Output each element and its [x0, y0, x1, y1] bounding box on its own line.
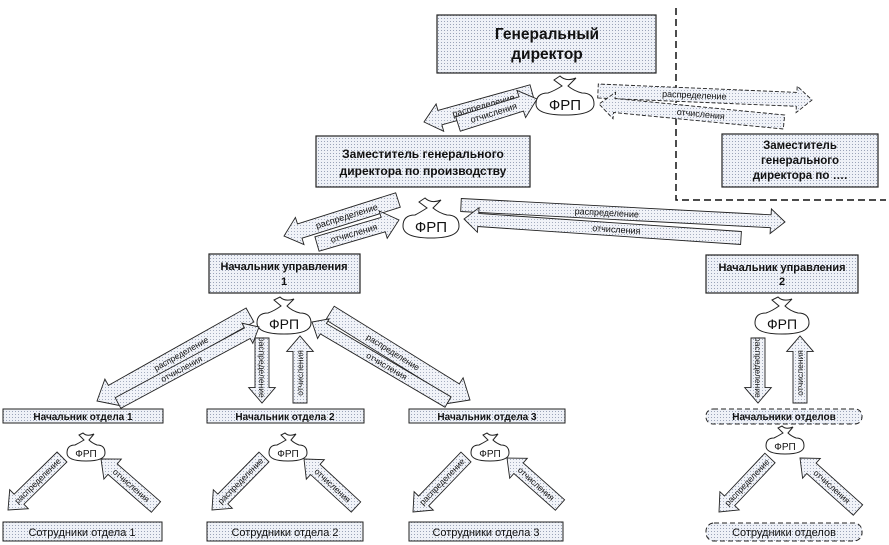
fund-label-dept3: ФРП — [479, 449, 500, 460]
staff-1-box: Сотрудники отдела 1 — [2, 521, 163, 542]
deductions-label: отчисления — [676, 107, 725, 122]
staff-1-label: Сотрудники отдела 1 — [28, 527, 135, 539]
fund-bag-icon: ФРП — [765, 425, 805, 455]
head-management-2-line1: Начальник управления — [718, 262, 845, 274]
distribution-arrow: распределение — [247, 337, 277, 404]
deductions-label: отчисления — [795, 350, 805, 396]
distribution-arrow: распределение — [718, 452, 776, 513]
deductions-arrow: отчисления — [506, 457, 566, 511]
staff-all-label: Сотрудники отделов — [732, 527, 836, 539]
deductions-label: отчисления — [111, 467, 152, 505]
head-management-1-line2: 1 — [281, 276, 287, 288]
dept-head-1-label: Начальник отдела 1 — [33, 412, 133, 423]
staff-3-box: Сотрудники отдела 3 — [408, 521, 564, 542]
staff-3-label: Сотрудники отдела 3 — [432, 527, 539, 539]
deductions-arrow: отчисления — [311, 318, 452, 408]
deductions-arrow: отчисления — [303, 458, 362, 513]
fund-label-deputy: ФРП — [415, 219, 447, 236]
deductions-arrow: отчисления — [285, 335, 315, 404]
dept-heads-box: Начальники отделов — [705, 408, 863, 425]
dept-head-2-box: Начальник отдела 2 — [206, 408, 365, 424]
distribution-arrow: распределение — [597, 83, 813, 114]
deputy-production-line1: Заместитель генерального — [342, 147, 504, 161]
deputy-other-line1: Заместитель — [763, 140, 837, 152]
distribution-arrow: распределение — [211, 451, 270, 511]
dept-head-3-label: Начальник отдела 3 — [437, 412, 537, 423]
deputy-other-line3: директора по …. — [753, 170, 848, 182]
distribution-arrow: распределение — [7, 451, 68, 511]
distribution-arrow: распределение — [412, 451, 472, 513]
staff-all-box: Сотрудники отделов — [705, 522, 863, 542]
distribution-label: распределение — [574, 206, 639, 219]
deputy-production-line2: директора по производству — [340, 164, 507, 178]
distribution-label: распределение — [216, 455, 266, 506]
distribution-arrow: распределение — [96, 307, 255, 407]
deputy-production-box: Заместитель генерального директора по пр… — [315, 135, 531, 188]
deductions-label: отчисления — [312, 466, 353, 505]
fund-label-depts: ФРП — [774, 442, 795, 453]
head-management-1-box: Начальник управления 1 — [208, 253, 361, 294]
distribution-arrow: распределение — [460, 198, 786, 235]
distribution-arrow: распределение — [743, 337, 773, 404]
fund-bag-icon: ФРП — [256, 296, 312, 335]
fund-bag-icon: ФРП — [470, 432, 510, 462]
deductions-arrow: отчисления — [100, 458, 162, 513]
distribution-label: распределение — [257, 337, 267, 398]
fund-bag-icon: ФРП — [268, 432, 308, 462]
distribution-label: распределение — [12, 456, 63, 506]
staff-2-label: Сотрудники отдела 2 — [231, 527, 338, 539]
distribution-label: распределение — [417, 456, 467, 507]
fund-bag-icon: ФРП — [535, 75, 595, 116]
fund-label-mgmt2: ФРП — [767, 316, 797, 332]
deputy-other-line2: генерального — [761, 155, 839, 167]
general-director-line1: Генеральный — [495, 26, 599, 43]
dept-head-1-box: Начальник отдела 1 — [2, 408, 164, 424]
fund-label-mgmt1: ФРП — [269, 316, 299, 332]
dept-head-2-label: Начальник отдела 2 — [235, 412, 335, 423]
distribution-arrow: распределение — [325, 305, 471, 405]
staff-2-box: Сотрудники отдела 2 — [206, 521, 364, 542]
head-management-2-line2: 2 — [779, 276, 785, 288]
deputy-other-box: Заместитель генерального директора по …. — [721, 133, 879, 188]
distribution-label: распределение — [722, 457, 771, 508]
deductions-arrow: отчисления — [598, 91, 786, 130]
dashed-separator — [675, 8, 886, 201]
fund-label-dept1: ФРП — [75, 449, 96, 460]
dept-heads-label: Начальники отделов — [732, 412, 836, 423]
fund-label-dept2: ФРП — [277, 449, 298, 460]
dept-head-3-box: Начальник отдела 3 — [408, 408, 566, 424]
general-director-box: Генеральный директор — [436, 14, 657, 74]
fund-label-gd: ФРП — [549, 97, 581, 114]
deductions-arrow: отчисления — [799, 457, 864, 516]
deductions-arrow: отчисления — [463, 206, 742, 245]
head-management-2-box: Начальник управления 2 — [705, 254, 859, 294]
deductions-arrow: отчисления — [785, 335, 815, 404]
fund-bag-icon: ФРП — [402, 197, 460, 239]
general-director-line2: директор — [511, 46, 583, 63]
deductions-label: отчисления — [295, 350, 305, 396]
distribution-label: распределение — [662, 89, 727, 102]
deductions-label: отчисления — [592, 223, 641, 236]
fund-bag-icon: ФРП — [66, 432, 106, 462]
fund-bag-icon: ФРП — [754, 296, 810, 335]
head-management-1-line1: Начальник управления — [220, 261, 347, 273]
distribution-label: распределение — [753, 337, 763, 398]
deductions-arrow: отчисления — [114, 322, 260, 409]
deductions-label: отчисления — [812, 468, 853, 506]
deductions-label: отчисления — [516, 465, 557, 503]
